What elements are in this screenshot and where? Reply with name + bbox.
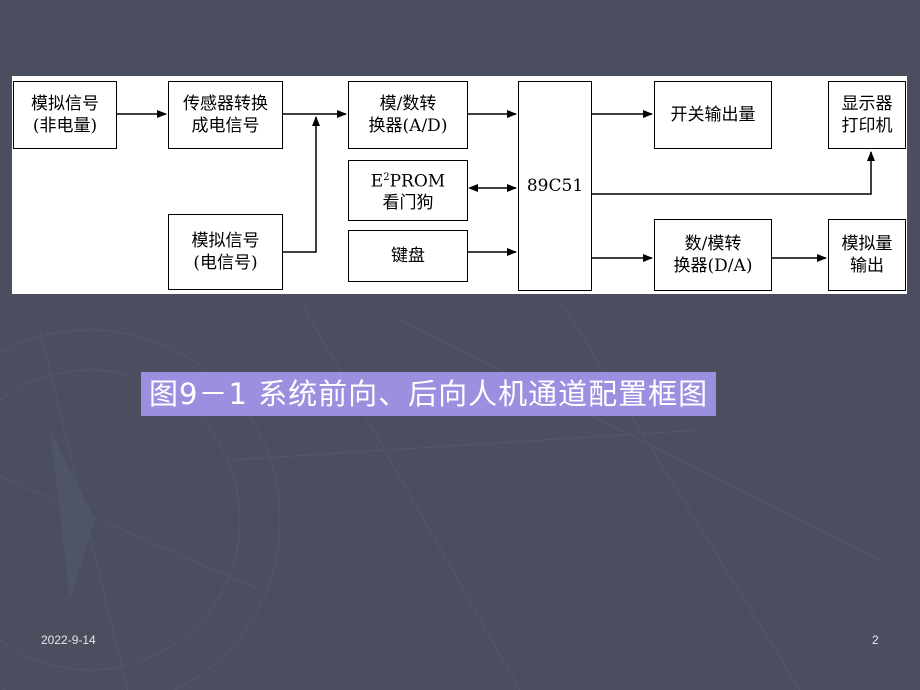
node-analog-signal-nonelectric: 模拟信号 (非电量) — [13, 81, 117, 149]
block-diagram: 模拟信号 (非电量) 传感器转换 成电信号 模/数转 换器(A/D) E2PRO… — [12, 76, 907, 294]
figure-caption: 图9－1 系统前向、后向人机通道配置框图 — [141, 372, 717, 416]
node-mcu-89c51: 89C51 — [518, 81, 592, 291]
diagram-connectors — [117, 110, 875, 262]
node-keyboard: 键盘 — [348, 230, 468, 282]
footer-date: 2022-9-14 — [41, 633, 96, 647]
node-adc: 模/数转 换器(A/D) — [348, 81, 468, 149]
node-analog-signal-electric: 模拟信号 (电信号) — [168, 214, 283, 290]
node-dac: 数/模转 换器(D/A) — [654, 219, 772, 291]
edge-analog-elec-up — [283, 116, 320, 253]
eeprom-label-line2: 看门狗 — [382, 193, 434, 214]
node-eeprom-watchdog: E2PROM 看门狗 — [348, 160, 468, 221]
page-number: 2 — [872, 633, 879, 647]
node-analog-output: 模拟量 输出 — [828, 219, 906, 291]
node-sensor-conversion: 传感器转换 成电信号 — [168, 81, 283, 149]
node-switch-output: 开关输出量 — [654, 81, 772, 149]
eeprom-label-line1: E2PROM — [370, 171, 446, 192]
node-display-printer: 显示器 打印机 — [828, 81, 906, 149]
edge-mcu-to-display — [592, 151, 875, 195]
